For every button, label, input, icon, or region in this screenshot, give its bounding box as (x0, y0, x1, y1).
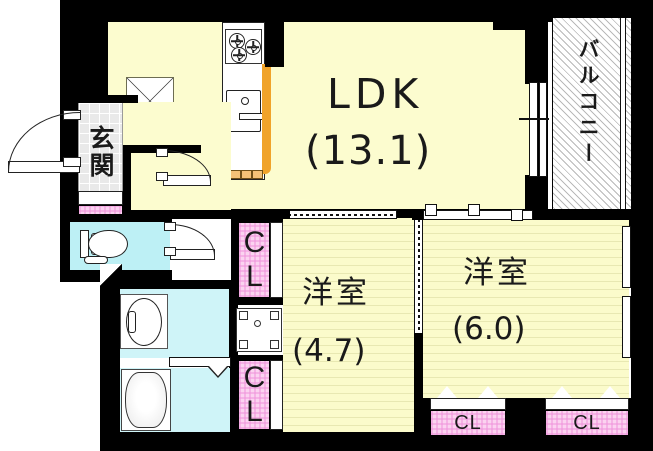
toilet-door-swing-arc (170, 224, 215, 256)
ldk-balcony-sliding-door-inner[interactable] (539, 82, 547, 177)
ldk-balcony-sliding-door[interactable] (529, 82, 538, 177)
burner-bottom (231, 47, 247, 63)
wall-washroom-top (108, 280, 238, 289)
kitchen-sink (226, 90, 268, 132)
cl-upper-left: CL (238, 222, 271, 298)
kitchen-counter-accent (262, 64, 271, 174)
outer-wall-right (631, 0, 653, 451)
balcony-rail-outer (620, 16, 626, 216)
cl-bottom-right-label: CL (573, 412, 601, 434)
wall-balcony-top (532, 0, 653, 18)
room-60-area-label: (6.0) (452, 311, 526, 347)
room-60-floor (423, 218, 629, 432)
wall-above-kitchen (265, 22, 284, 67)
ldk-area-label: (13.1) (305, 128, 432, 174)
wall-hall-left (60, 95, 138, 103)
sliding-door-center-mark (519, 118, 549, 120)
balcony-area (552, 16, 632, 216)
wall-room-partition-lower (414, 333, 423, 432)
room-60-mullion-left (425, 204, 437, 216)
outer-wall-top (60, 0, 653, 22)
room-47-floor (283, 218, 416, 432)
gas-stove (225, 29, 262, 64)
cl-lower-left: CL (238, 360, 271, 430)
cl-upper-left-door[interactable] (270, 222, 283, 298)
cl-lower-left-label: CL (238, 361, 271, 429)
washing-machine-pan (236, 308, 282, 352)
toilet-base (84, 256, 108, 264)
shoe-door-tri-right (102, 192, 122, 204)
room-60-right-window-2[interactable] (622, 296, 631, 358)
cl-bottom-right-door[interactable] (545, 398, 629, 410)
washer-corner-tl (239, 311, 248, 320)
washbasin-faucet (128, 311, 136, 333)
room-47-area-label: (4.7) (292, 333, 366, 369)
room-60-mullion-right (511, 209, 523, 221)
ldk-door-jamb-bottom (156, 172, 168, 181)
room-47-ldk-sliding-door[interactable] (287, 210, 397, 219)
toilet-door-jamb-bottom (164, 247, 176, 256)
room-47-label: 洋室 (302, 275, 370, 311)
ldk-door-jamb-top (156, 148, 168, 157)
wall-toilet-top (60, 214, 172, 222)
washer-corner-bl (239, 340, 248, 349)
cl-bottom-right: CL (545, 410, 629, 436)
burner-right (245, 39, 261, 55)
room-60-label: 洋室 (463, 255, 531, 291)
toilet-bowl (88, 230, 128, 258)
balcony-label: バルコニー (576, 38, 600, 168)
wall-hall-below (123, 210, 233, 219)
cl-bottom-right-tri-2 (600, 386, 620, 398)
ldk-floor-right-extension (460, 22, 532, 217)
room-60-right-window[interactable] (622, 226, 631, 288)
cl-bottom-mid-tri-2 (478, 386, 498, 398)
room-partition-sliding[interactable] (414, 218, 423, 336)
entry-door-jamb (63, 157, 81, 167)
bathroom-door-chevron-inner (209, 366, 227, 376)
washer-corner-tr (270, 311, 279, 320)
wall-ldk-top-right-notch (493, 22, 532, 30)
sink-knob (241, 97, 249, 105)
washer-corner-br (270, 340, 279, 349)
counter-base-2 (241, 170, 252, 179)
toilet-door-jamb-top (164, 222, 176, 231)
cl-bottom-mid-door[interactable] (430, 398, 506, 410)
washbasin-bowl (126, 298, 162, 346)
counter-base-3 (252, 170, 263, 179)
room-60-mullion-mid (468, 204, 480, 216)
bathtub (125, 372, 167, 428)
genkan-label: 玄関 (86, 125, 115, 179)
outer-wall-bottom (100, 432, 653, 451)
wall-room60-top-right (533, 209, 631, 220)
cl-bottom-mid-label: CL (454, 412, 482, 434)
shoe-door-tri-left (82, 192, 102, 204)
wall-room47-topleft (278, 209, 290, 219)
corner-chamfer-bl (100, 264, 122, 286)
wall-room-partition-topcap (412, 209, 426, 220)
counter-base-1 (230, 170, 241, 179)
cl-bottom-mid-tri-1 (437, 386, 457, 398)
cl-upper-left-label: CL (238, 226, 271, 294)
cl-bottom-right-tri-1 (552, 386, 572, 398)
outer-wall-left-lower (100, 270, 120, 451)
washer-drain (254, 320, 261, 327)
bathroom-sliding-door[interactable] (169, 357, 231, 367)
cl-lower-left-door[interactable] (270, 360, 283, 430)
wall-hall-divider (123, 145, 131, 217)
ldk-label: LDK (327, 70, 424, 118)
cl-bottom-mid: CL (430, 410, 506, 436)
